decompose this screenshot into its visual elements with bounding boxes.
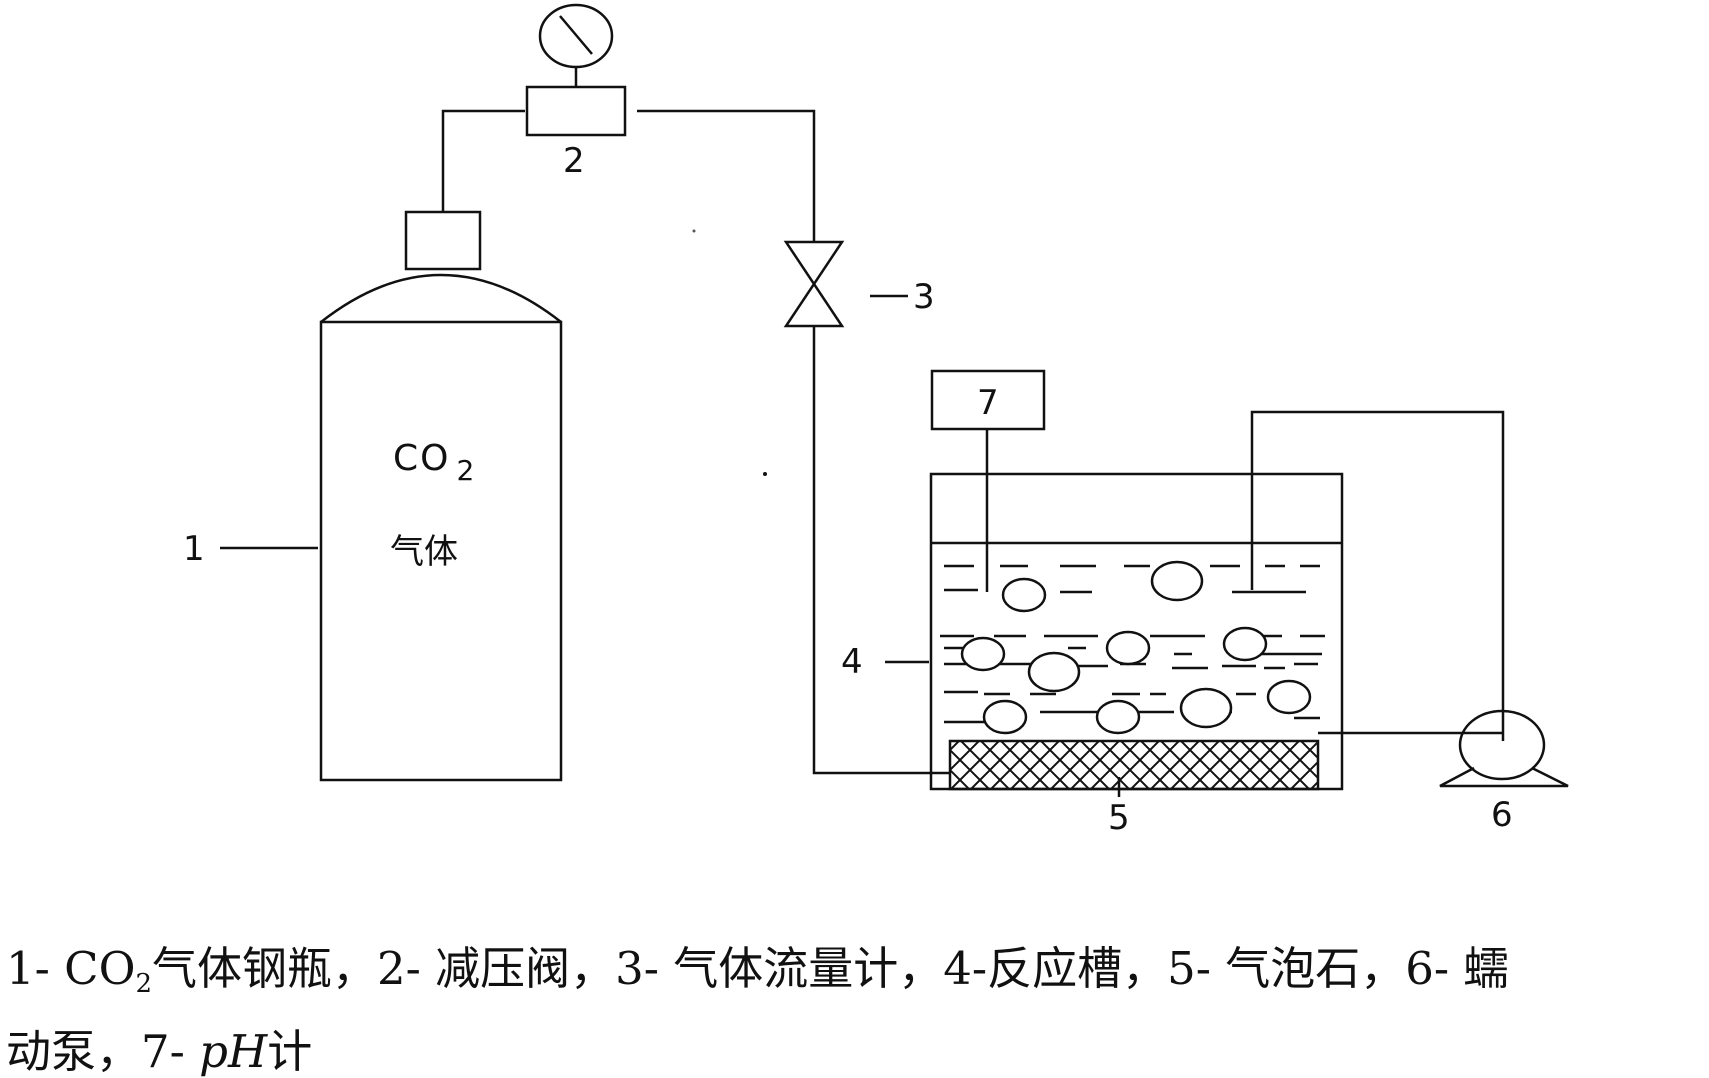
caption-italic-ph: pH — [199, 1025, 267, 1078]
caption-text: 动泵，7- — [6, 1025, 199, 1078]
pressure-gauge-icon — [540, 5, 612, 67]
label-5: 5 — [1108, 798, 1130, 838]
label-1: 1 — [183, 529, 205, 569]
scan-dot — [763, 472, 767, 476]
bubble — [1268, 681, 1310, 713]
pipe-regulator-to-flowmeter — [637, 111, 814, 242]
cylinder-gas-label: 气体 — [390, 532, 458, 572]
label-2: 2 — [563, 141, 585, 181]
scan-dot — [693, 230, 696, 233]
pressure-reducing-valve — [527, 67, 625, 135]
bubble — [1003, 579, 1045, 611]
cylinder-formula: CO2 — [393, 438, 476, 487]
bubble — [1181, 689, 1231, 727]
caption-text: 气体钢瓶，2- 减压阀，3- 气体流量计，4-反应槽，5- 气泡石，6- 蠕 — [152, 942, 1508, 995]
caption-line-2: 动泵，7- pH计 — [6, 1029, 312, 1074]
gas-flowmeter-icon — [786, 242, 842, 326]
label-7: 7 — [977, 383, 999, 423]
gas-cylinder — [321, 212, 561, 780]
bubble — [962, 638, 1004, 670]
bubble — [1107, 632, 1149, 664]
label-6: 6 — [1491, 795, 1513, 835]
label-4: 4 — [841, 642, 863, 682]
bubble — [1224, 628, 1266, 660]
caption-text: 1- CO — [6, 942, 135, 995]
pipe-flowmeter-to-airstone — [814, 326, 950, 773]
caption-line-1: 1- CO2气体钢瓶，2- 减压阀，3- 气体流量计，4-反应槽，5- 气泡石，… — [6, 946, 1508, 997]
pipe-cylinder-to-regulator — [443, 111, 525, 212]
air-stone — [950, 741, 1318, 789]
bubble — [1029, 653, 1079, 691]
experimental-setup-diagram: CO2 气体 — [0, 0, 1709, 880]
label-3: 3 — [913, 277, 935, 317]
caption-subscript: 2 — [135, 969, 152, 999]
bubble — [1152, 562, 1202, 600]
bubble — [984, 701, 1026, 733]
bubble — [1097, 701, 1139, 733]
caption-text: 计 — [267, 1025, 312, 1078]
gas-bubbles — [962, 562, 1310, 733]
